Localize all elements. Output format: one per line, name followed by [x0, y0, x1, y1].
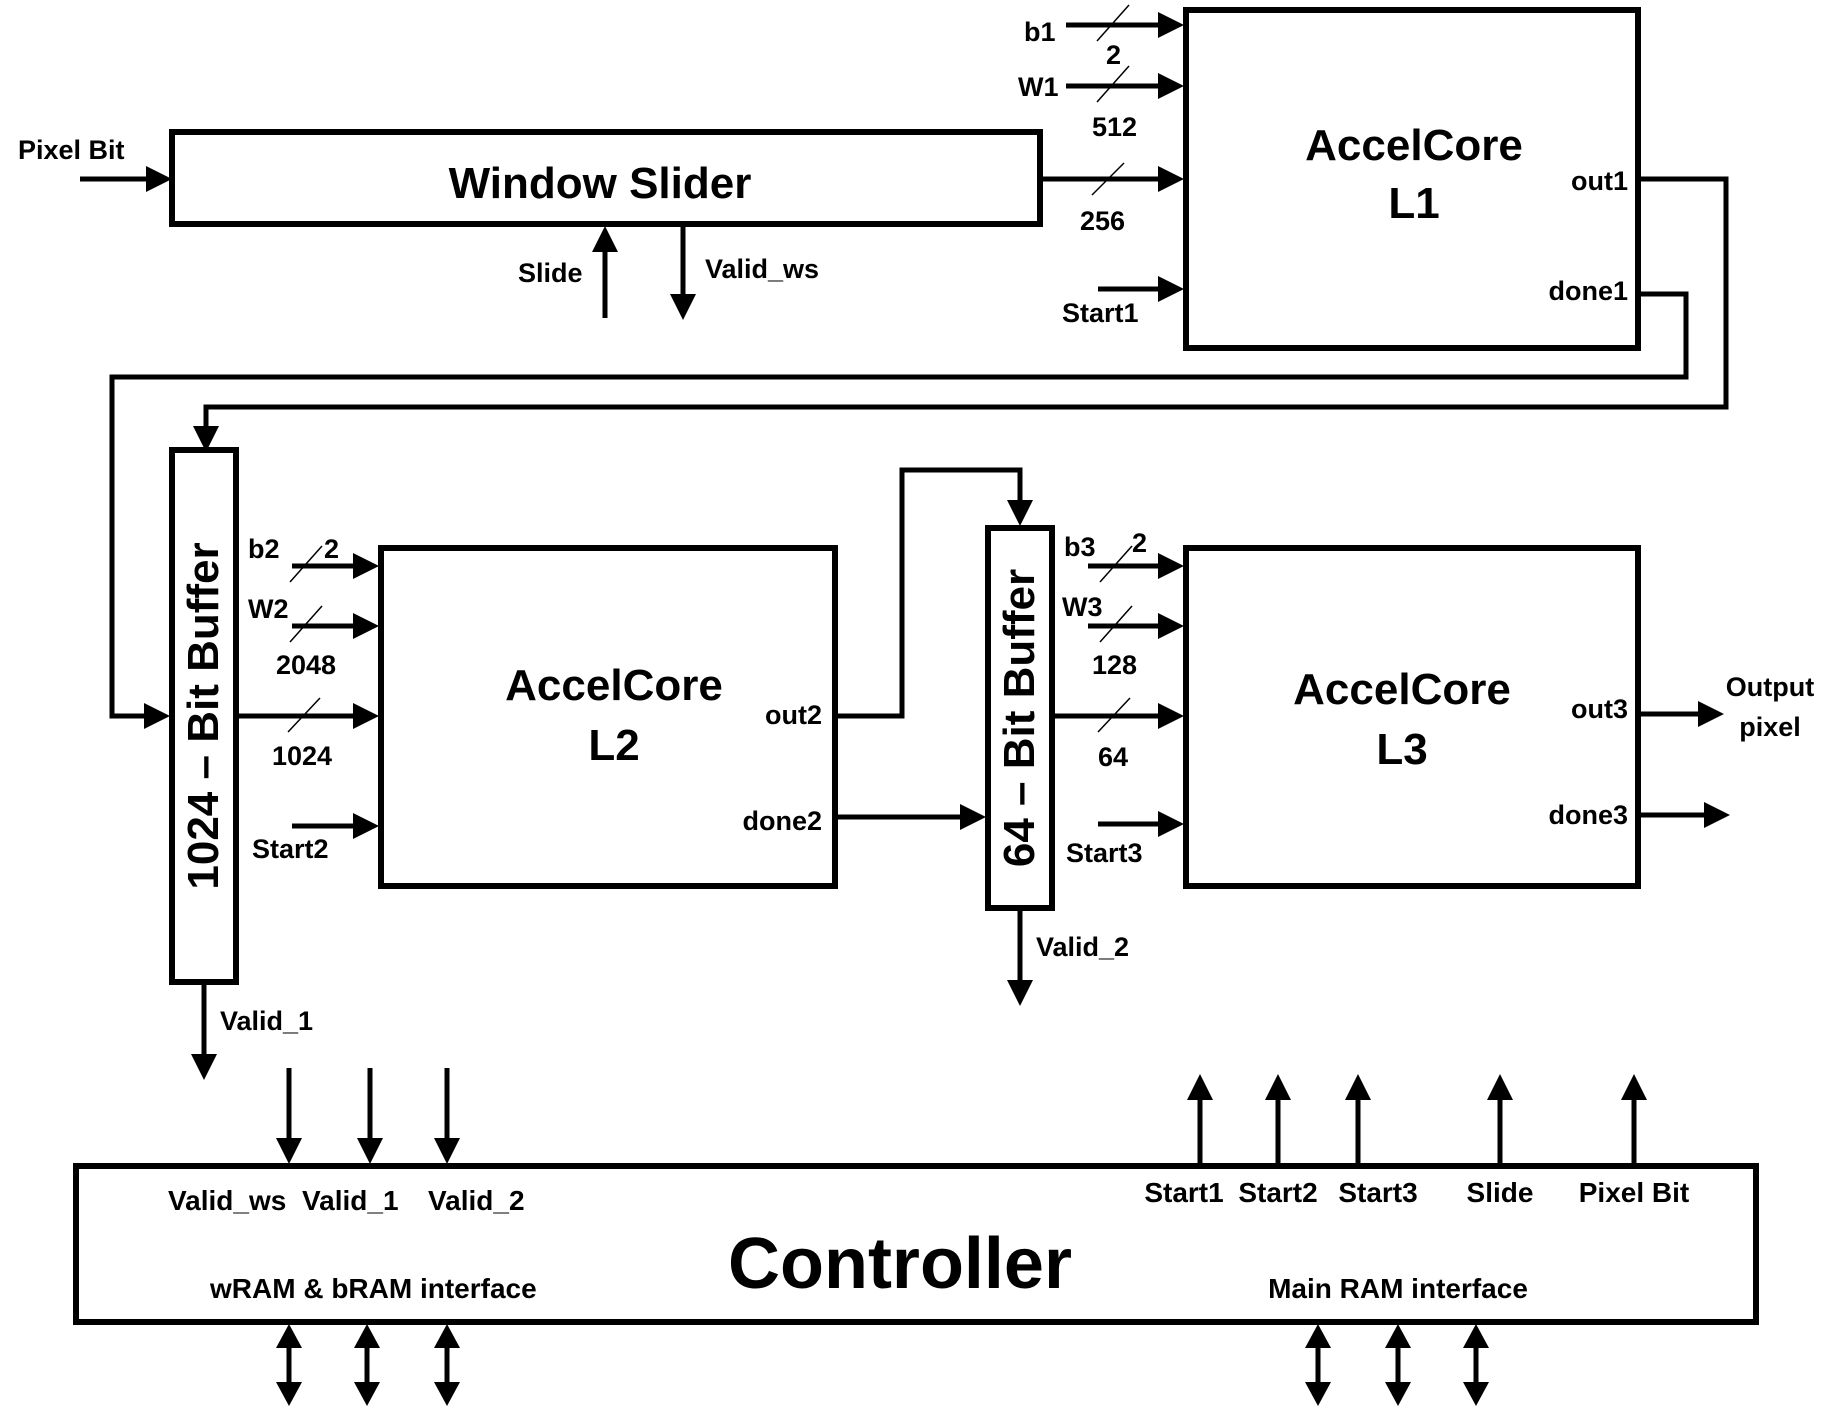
output-pixel: Output pixel [1640, 672, 1814, 742]
controller: Controller Valid_ws Valid_1 Valid_2 Star… [73, 1163, 1759, 1325]
b1-label: b1 [1024, 17, 1056, 47]
wram-bram-bus-arrows [276, 1324, 460, 1406]
window-slider-label: Window Slider [449, 159, 752, 208]
buf1-to-l2-bus: 1024 [236, 697, 379, 771]
main-ram-bus-arrows [1305, 1324, 1489, 1406]
accelcore-l1-title: AccelCore [1305, 121, 1523, 170]
b1-width: 2 [1106, 40, 1121, 70]
wram-bram-interface-label: wRAM & bRAM interface [209, 1273, 537, 1304]
start1-label: Start1 [1062, 298, 1139, 328]
buf2-out-width: 64 [1098, 742, 1128, 772]
b1-input: b1 2 [1024, 4, 1184, 70]
controller-output-pixel-bit: Pixel Bit [1579, 1177, 1689, 1208]
controller-output-start2: Start2 [1238, 1177, 1317, 1208]
output-pixel-label-1: Output [1726, 672, 1814, 702]
valid-ws-label: Valid_ws [705, 254, 819, 284]
w1-input: W1 512 [1018, 65, 1184, 142]
b2-width: 2 [324, 534, 339, 564]
l2-out-port: out2 [765, 700, 822, 730]
controller-input-valid-2: Valid_2 [428, 1185, 525, 1216]
controller-output-slide: Slide [1467, 1177, 1534, 1208]
l1-out-port: out1 [1571, 166, 1628, 196]
start3-input: Start3 [1066, 811, 1184, 868]
slide-input: Slide [518, 226, 618, 318]
w2-input: W2 2048 [248, 594, 379, 680]
start2-input: Start2 [252, 813, 379, 864]
w1-width: 512 [1092, 112, 1137, 142]
ws-to-l1-bus: 256 [1040, 162, 1184, 236]
bit-buffer-1024-label: 1024 – Bit Buffer [179, 542, 228, 889]
start2-label: Start2 [252, 834, 329, 864]
pixel-bit-input: Pixel Bit [18, 135, 172, 192]
valid-1-output: Valid_1 [191, 984, 313, 1080]
accelcore-l1: AccelCore L1 out1 done1 [1183, 7, 1641, 351]
l2-done-port: done2 [742, 806, 822, 836]
output-pixel-label-2: pixel [1739, 712, 1801, 742]
controller-output-start1: Start1 [1144, 1177, 1223, 1208]
slide-label: Slide [518, 258, 583, 288]
valid-1-label: Valid_1 [220, 1006, 313, 1036]
l1-done-wire [109, 291, 1689, 729]
controller-output-start3: Start3 [1338, 1177, 1417, 1208]
w3-label: W3 [1062, 592, 1103, 622]
b3-label: b3 [1064, 532, 1096, 562]
b3-input: b3 2 [1064, 528, 1184, 583]
accelcore-l3: AccelCore L3 out3 done3 [1183, 545, 1641, 889]
bit-buffer-64-label: 64 – Bit Buffer [995, 569, 1044, 867]
accelcore-l3-title: AccelCore [1293, 665, 1511, 714]
controller-title: Controller [728, 1224, 1072, 1304]
ws-out-width: 256 [1080, 206, 1125, 236]
bit-buffer-64: 64 – Bit Buffer [985, 525, 1055, 911]
valid-2-label: Valid_2 [1036, 932, 1129, 962]
pixel-bit-label: Pixel Bit [18, 135, 125, 165]
accelcore-l1-subtitle: L1 [1388, 179, 1439, 228]
l3-out-port: out3 [1571, 694, 1628, 724]
b2-label: b2 [248, 534, 280, 564]
b2-input: b2 2 [248, 534, 379, 583]
w2-width: 2048 [276, 650, 336, 680]
window-slider: Window Slider [169, 129, 1043, 227]
l2-done-wire [837, 804, 986, 830]
l1-done-port: done1 [1548, 276, 1628, 306]
w2-label: W2 [248, 594, 289, 624]
l3-done-port: done3 [1548, 800, 1628, 830]
buf1-out-width: 1024 [272, 741, 332, 771]
l1-out-wire [193, 176, 1729, 452]
l2-out-wire [837, 467, 1033, 719]
buf2-to-l3-bus: 64 [1052, 697, 1184, 772]
controller-input-valid-ws: Valid_ws [168, 1185, 286, 1216]
bit-buffer-1024: 1024 – Bit Buffer [169, 447, 239, 985]
main-ram-interface-label: Main RAM interface [1268, 1273, 1528, 1304]
controller-input-arrows [276, 1068, 460, 1164]
b3-width: 2 [1132, 528, 1147, 558]
start3-label: Start3 [1066, 838, 1143, 868]
w3-width: 128 [1092, 650, 1137, 680]
accelcore-l2: AccelCore L2 out2 done2 [378, 545, 838, 889]
accelcore-l3-subtitle: L3 [1376, 725, 1427, 774]
w3-input: W3 128 [1062, 592, 1184, 680]
start1-input: Start1 [1062, 276, 1184, 328]
done3-output [1640, 802, 1730, 828]
controller-output-arrows [1187, 1074, 1647, 1164]
w1-label: W1 [1018, 72, 1059, 102]
accelcore-l2-subtitle: L2 [588, 721, 639, 770]
accelcore-l2-title: AccelCore [505, 661, 723, 710]
valid-2-output: Valid_2 [1007, 910, 1129, 1006]
valid-ws-output: Valid_ws [670, 226, 819, 320]
controller-input-valid-1: Valid_1 [302, 1185, 399, 1216]
